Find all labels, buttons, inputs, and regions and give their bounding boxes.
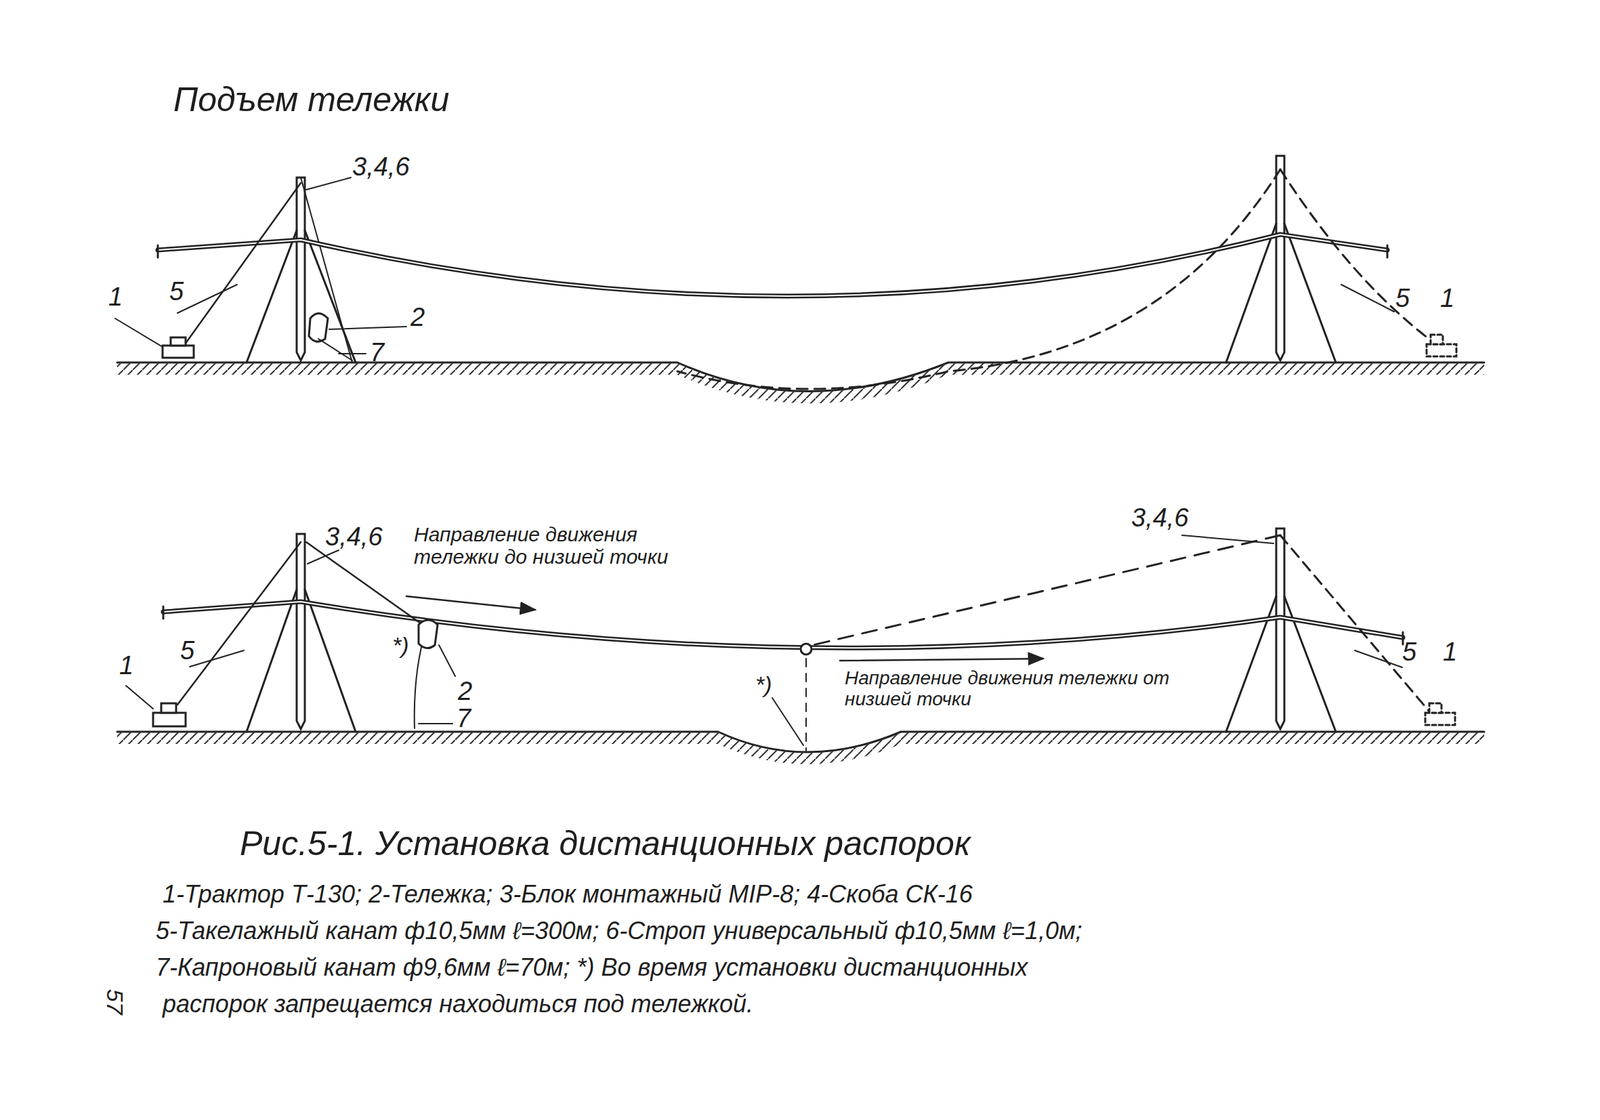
callout-number: 1 [108, 283, 123, 312]
legend-line: 7-Капроновый канат ф9,6мм ℓ=70м; *) Во в… [155, 953, 1028, 981]
callout-number: 2 [410, 303, 425, 332]
callout-number: 5 [180, 636, 195, 666]
legend-line: 5-Такелажный канат ф10,5мм ℓ=300м; 6-Стр… [155, 917, 1083, 945]
callout-number: 3,4,6 [1131, 503, 1189, 533]
callout-number: 3,4,6 [352, 153, 410, 182]
legend-line: 1-Трактор Т-130; 2-Тележка; 3-Блок монта… [162, 880, 973, 908]
legend-line: распорок запрещается находиться под теле… [162, 990, 754, 1018]
callout-number: 5 [1395, 284, 1410, 313]
direction-note: Направление движения тележки от низшей т… [842, 667, 1199, 710]
figure-heading: Подъем тележки [173, 81, 450, 119]
callout-number: 2 [457, 677, 473, 706]
direction-note: Направление движения тележки до низшей т… [411, 522, 687, 568]
callout-number: 1 [119, 651, 134, 681]
callout-number: 5 [169, 277, 184, 307]
callout-number: 7 [369, 338, 385, 368]
callout-number: 5 [1402, 638, 1417, 667]
page-number: 57 [101, 988, 127, 1015]
callout-number: 1 [1440, 284, 1455, 313]
callout-number: 7 [456, 704, 471, 733]
note-mark: *) [390, 632, 412, 658]
callout-number: 3,4,6 [325, 522, 383, 552]
callout-number: 1 [1442, 638, 1458, 667]
note-mark: *) [753, 671, 775, 698]
figure-caption: Рис.5-1. Установка дистанционных распоро… [239, 825, 971, 863]
